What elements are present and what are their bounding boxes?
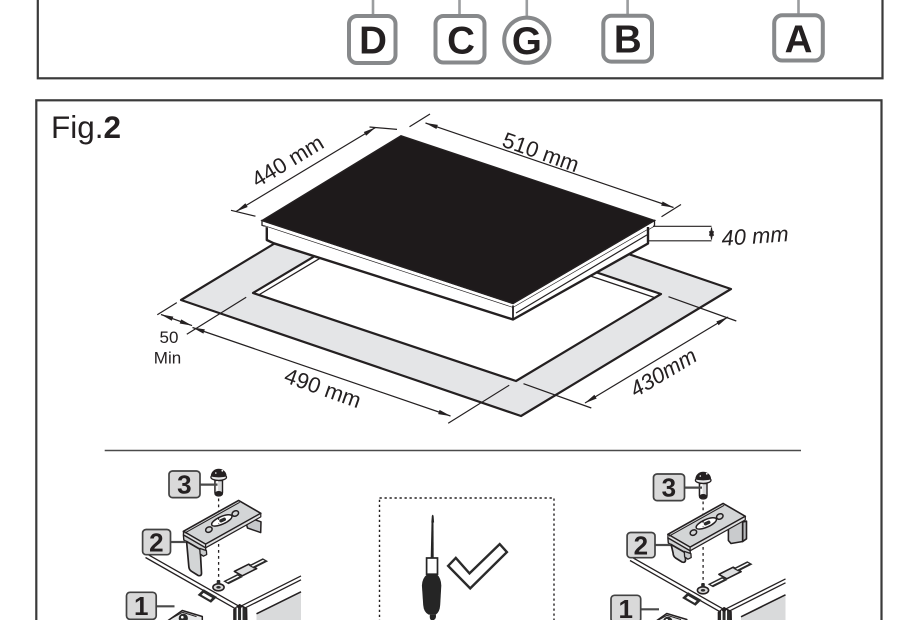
svg-text:490 mm: 490 mm: [281, 363, 364, 413]
svg-text:50: 50: [160, 328, 179, 347]
svg-text:A: A: [785, 19, 813, 62]
svg-text:C: C: [447, 20, 475, 63]
svg-text:B: B: [614, 19, 642, 62]
svg-text:510 mm: 510 mm: [499, 127, 582, 177]
svg-text:Min: Min: [154, 349, 181, 368]
svg-text:D: D: [359, 20, 387, 63]
svg-text:40 mm: 40 mm: [721, 221, 790, 251]
svg-text:G: G: [512, 20, 542, 63]
svg-text:440 mm: 440 mm: [247, 130, 328, 192]
svg-text:Fig.2: Fig.2: [51, 109, 121, 145]
